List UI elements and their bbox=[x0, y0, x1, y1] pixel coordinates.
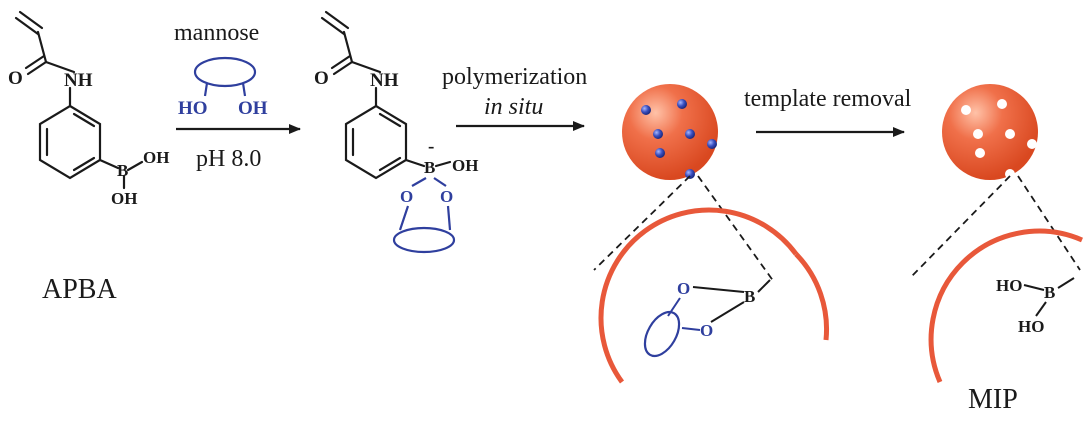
apba-carbonyl-o: O bbox=[8, 68, 23, 89]
template-bead bbox=[677, 99, 687, 109]
svg-text:O: O bbox=[400, 187, 413, 206]
zoom-line bbox=[1017, 175, 1081, 271]
cavity-hole bbox=[961, 105, 971, 115]
template-bead bbox=[655, 148, 665, 158]
apba-boron: B bbox=[117, 161, 128, 180]
boronate-ester-molecule: O NH B - OH O O bbox=[314, 10, 478, 254]
svg-text:OH: OH bbox=[238, 98, 268, 119]
zoom-line bbox=[697, 175, 775, 283]
cavity-hole bbox=[997, 99, 1007, 109]
reagent-label: mannose bbox=[174, 20, 259, 46]
svg-text:O: O bbox=[700, 321, 713, 340]
template-bead bbox=[685, 169, 695, 179]
cavity-hole bbox=[1027, 139, 1037, 149]
template-bead bbox=[653, 129, 663, 139]
free-boronic-acid-detail: HO B HO bbox=[996, 276, 1075, 336]
cavity-wall-1 bbox=[598, 207, 799, 384]
svg-text:B: B bbox=[1044, 283, 1055, 302]
svg-text:NH: NH bbox=[370, 70, 399, 91]
apba-nh: NH bbox=[64, 70, 93, 91]
template-bead bbox=[641, 105, 651, 115]
condition-label: pH 8.0 bbox=[196, 146, 261, 172]
apba-oh-bottom: OH bbox=[111, 189, 137, 208]
template-bead bbox=[707, 139, 717, 149]
cavity-hole bbox=[1005, 169, 1015, 179]
svg-text:HO: HO bbox=[996, 276, 1022, 295]
apba-molecule: O NH B OH OH bbox=[8, 10, 169, 208]
ester-charge: - bbox=[428, 136, 434, 157]
mip-particle bbox=[942, 84, 1038, 180]
monomer-label: APBA bbox=[42, 274, 117, 305]
cavity-hole bbox=[1005, 129, 1015, 139]
cavity-hole bbox=[973, 129, 983, 139]
polymerization-label: polymerization bbox=[442, 64, 587, 90]
svg-text:HO: HO bbox=[1018, 317, 1044, 336]
cavity-wall-2 bbox=[928, 228, 1083, 383]
cavity-hole bbox=[975, 148, 985, 158]
template-removal-label: template removal bbox=[744, 86, 912, 112]
ester-boron: B bbox=[424, 158, 435, 177]
zoom-line bbox=[593, 175, 691, 271]
in-situ-label: in situ bbox=[484, 94, 543, 120]
apba-oh-right: OH bbox=[143, 148, 169, 167]
imprinted-particle-with-template bbox=[622, 84, 718, 180]
bound-template-detail: O O B bbox=[643, 279, 771, 358]
svg-text:O: O bbox=[440, 187, 453, 206]
svg-text:O: O bbox=[314, 68, 329, 89]
svg-text:HO: HO bbox=[178, 98, 208, 119]
svg-text:O: O bbox=[677, 279, 690, 298]
product-label: MIP bbox=[968, 384, 1018, 415]
svg-text:B: B bbox=[744, 287, 755, 306]
mannose-diol-icon: HO OH bbox=[178, 56, 268, 119]
svg-text:OH: OH bbox=[452, 156, 478, 175]
template-bead bbox=[685, 129, 695, 139]
